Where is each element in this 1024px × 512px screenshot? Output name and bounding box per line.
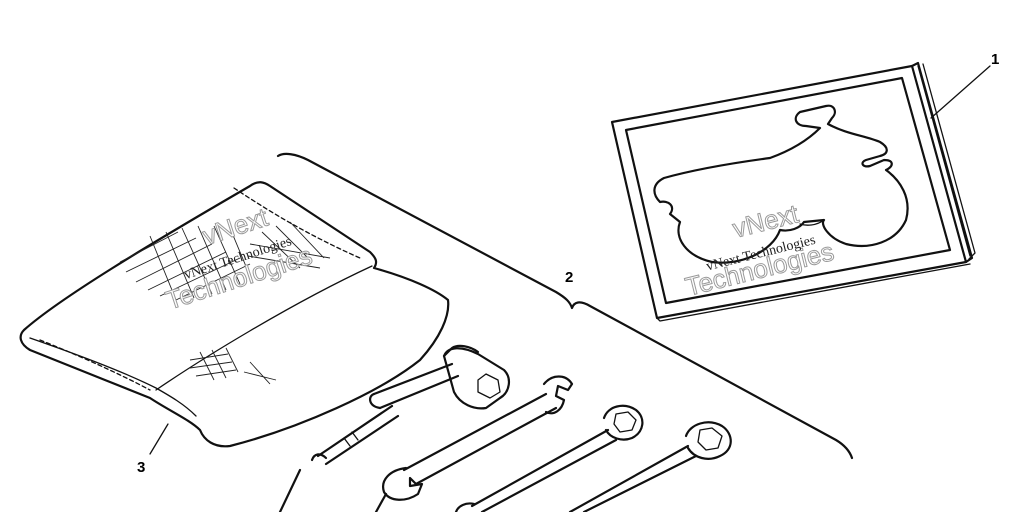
callout-label-3: 3	[137, 459, 145, 476]
owners-manual	[610, 61, 976, 322]
callout-label-2: 2	[565, 269, 573, 286]
box-wrench-1	[454, 404, 644, 512]
box-wrench-2	[568, 421, 732, 512]
screwdriver	[278, 404, 400, 512]
callout-leader-1	[930, 65, 991, 119]
tool-bag	[19, 181, 450, 448]
open-end-wrench	[374, 375, 574, 512]
manual-watermark: vNext Technologies vNext Technologies	[682, 198, 838, 303]
socket-wrench	[369, 344, 510, 410]
bag-watermark: vNext Technologies vNext Technologies	[162, 201, 317, 316]
svg-text:vNext: vNext	[730, 198, 802, 243]
callout-leader-3	[149, 423, 169, 455]
motorcycle-outline	[653, 104, 909, 264]
callout-label-1: 1	[991, 51, 999, 68]
tool-kit-bracket	[276, 152, 854, 460]
